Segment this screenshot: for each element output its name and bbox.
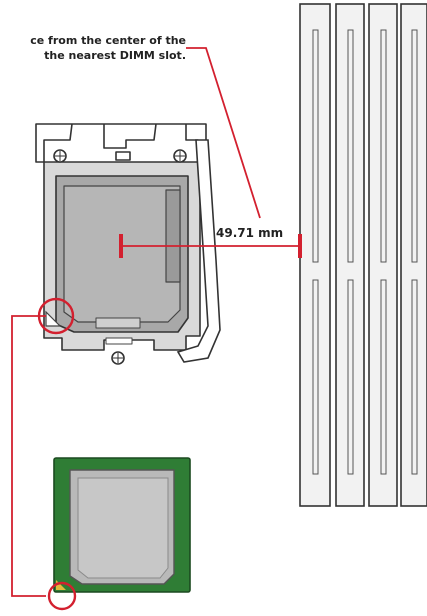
distance-measure-line xyxy=(119,234,302,258)
cpu-pin1-highlight xyxy=(47,581,77,611)
cpu-processor xyxy=(53,457,191,593)
dimm-slot-group xyxy=(299,3,427,507)
load-lever xyxy=(176,139,221,363)
distance-caption: ce from the center of the the nearest DI… xyxy=(0,33,186,63)
caption-line-1: ce from the center of the xyxy=(30,34,186,47)
callout-leader-line xyxy=(186,47,261,219)
dimm-slot-4 xyxy=(400,3,427,507)
dimm-slot-3 xyxy=(368,3,398,507)
dimm-slot-2 xyxy=(335,3,365,507)
socket-pin1-highlight xyxy=(37,297,75,335)
dimm-slot-1 xyxy=(299,3,331,507)
distance-label: 49.71 mm xyxy=(216,226,284,240)
pin1-alignment-connector xyxy=(11,315,46,597)
socket-pin1-marker xyxy=(45,310,62,327)
caption-line-2: the nearest DIMM slot. xyxy=(44,49,186,62)
